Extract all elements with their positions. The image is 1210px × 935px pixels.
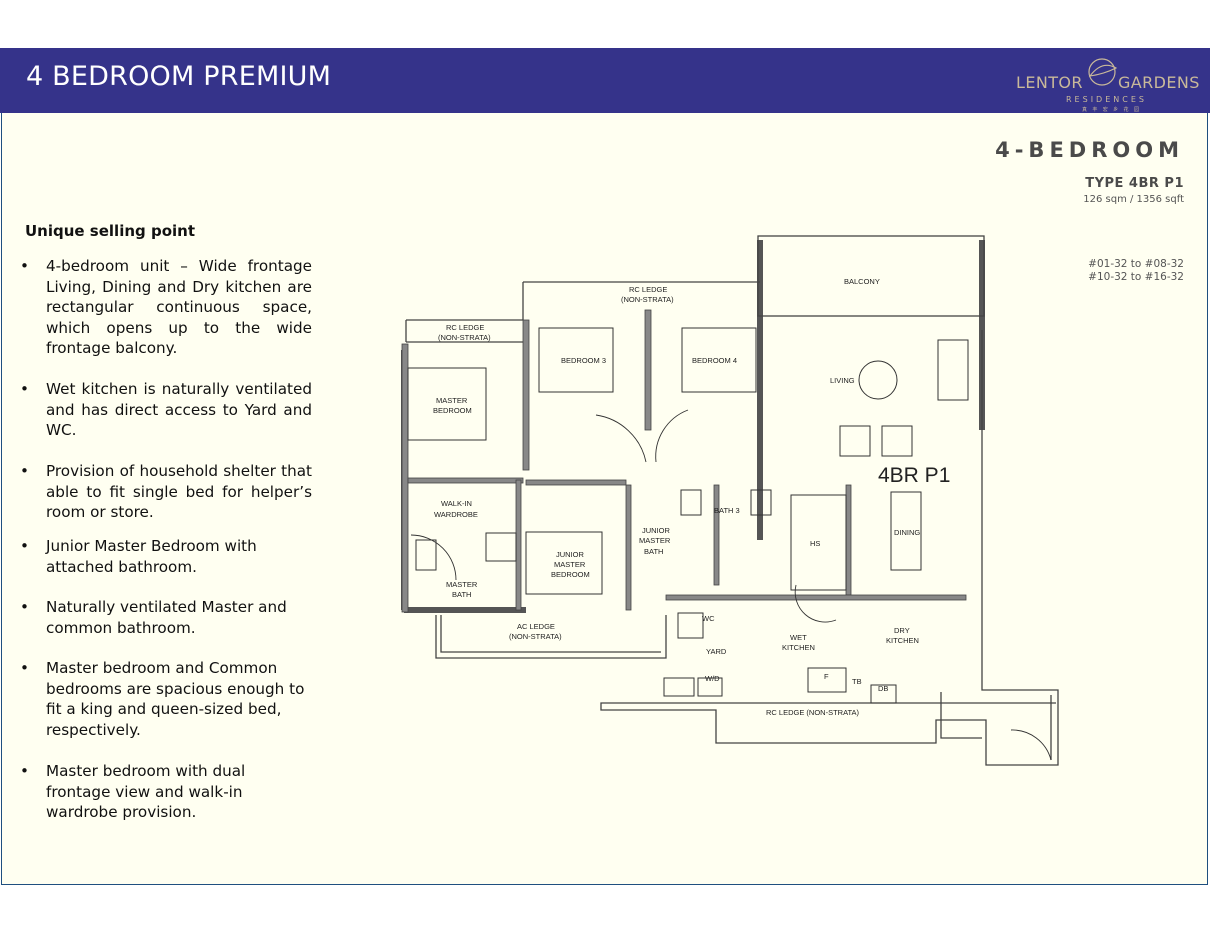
ac-ledge-label: AC LEDGE	[517, 622, 555, 631]
bath3-label: BATH 3	[714, 506, 740, 515]
wd-label: W/D	[705, 674, 720, 683]
living-label: LIVING	[830, 376, 855, 385]
jr-master-bath-label: JUNIOR	[642, 526, 671, 535]
unit-numbers-line1: #01-32 to #08-32	[1088, 258, 1184, 270]
master-bedroom-label: MASTER	[436, 396, 468, 405]
list-item: •Junior Master Bedroom with attached bat…	[20, 537, 257, 576]
hs-label: HS	[810, 539, 820, 548]
db-label: DB	[878, 684, 888, 693]
tb-label: TB	[852, 677, 862, 686]
bedroom4-label: BEDROOM 4	[692, 356, 737, 365]
list-item: •4-bedroom unit – Wide frontage Living, …	[20, 257, 312, 358]
rc-ledge-left-sub: (NON-STRATA)	[438, 333, 491, 342]
master-bath-label: MASTER	[446, 580, 478, 589]
logo-word-left: LENTOR	[1016, 73, 1083, 92]
fridge-label: F	[824, 672, 829, 681]
usp-title: Unique selling point	[25, 222, 196, 240]
rc-ledge-left-label: RC LEDGE	[446, 323, 484, 332]
dining-label: DINING	[894, 528, 920, 537]
dry-kitchen-label-2: KITCHEN	[886, 636, 919, 645]
rc-ledge-bottom-label: RC LEDGE (NON-STRATA)	[766, 708, 860, 717]
list-item: •Master bedroom and Common bedrooms are …	[20, 659, 305, 739]
wet-kitchen-label: WET	[790, 633, 807, 642]
header-bar: 4 BEDROOM PREMIUM LENTOR GARDENS RESIDEN…	[0, 48, 1210, 113]
jr-master-bath-label-2: MASTER	[639, 536, 671, 545]
list-item: •Master bedroom with dual frontage view …	[20, 762, 246, 822]
jr-master-bed-label-2: MASTER	[554, 560, 586, 569]
balcony-label: BALCONY	[844, 277, 880, 286]
leaf-logo-icon	[1088, 58, 1118, 86]
content-panel	[1, 113, 1208, 885]
ac-ledge-sub: (NON-STRATA)	[509, 632, 562, 641]
jr-master-bed-label-3: BEDROOM	[551, 570, 590, 579]
walkin-label-2: WARDROBE	[434, 510, 478, 519]
unit-type: TYPE 4BR P1	[1085, 176, 1184, 191]
rc-ledge-top-label: RC LEDGE	[629, 285, 667, 294]
plan-name: 4BR P1	[878, 464, 950, 487]
unit-heading: 4-BEDROOM	[995, 138, 1184, 162]
unit-area: 126 sqm / 1356 sqft	[1083, 194, 1184, 205]
bedroom3-label: BEDROOM 3	[561, 356, 606, 365]
logo-chinese-name: 真 丰 宏 乡 花 园	[1082, 107, 1141, 113]
logo-subtitle: RESIDENCES	[1066, 95, 1147, 104]
page-title: 4 BEDROOM PREMIUM	[26, 61, 332, 92]
rc-ledge-top-sub: (NON-STRATA)	[621, 295, 674, 304]
wet-kitchen-label-2: KITCHEN	[782, 643, 815, 652]
master-bath-label-2: BATH	[452, 590, 471, 599]
logo-word-right: GARDENS	[1118, 73, 1200, 92]
list-item: •Naturally ventilated Master and common …	[20, 598, 287, 637]
unit-numbers-line2: #10-32 to #16-32	[1088, 271, 1184, 283]
list-item: •Provision of household shelter that abl…	[20, 462, 312, 522]
master-bedroom-label-2: BEDROOM	[433, 406, 472, 415]
jr-master-bed-label: JUNIOR	[556, 550, 585, 559]
walkin-label: WALK-IN	[441, 499, 472, 508]
jr-master-bath-label-3: BATH	[644, 547, 663, 556]
brand-logo: LENTOR GARDENS RESIDENCES 真 丰 宏 乡 花 园	[1010, 54, 1206, 113]
wc-label: WC	[702, 614, 715, 623]
dry-kitchen-label: DRY	[894, 626, 910, 635]
unit-numbers: #01-32 to #08-32 #10-32 to #16-32	[1088, 258, 1184, 284]
list-item: •Wet kitchen is naturally ventilated and…	[20, 380, 312, 440]
floor-plan: BALCONY RC LEDGE (NON-STRATA) RC LEDGE (…	[401, 235, 1059, 766]
yard-label: YARD	[706, 647, 727, 656]
